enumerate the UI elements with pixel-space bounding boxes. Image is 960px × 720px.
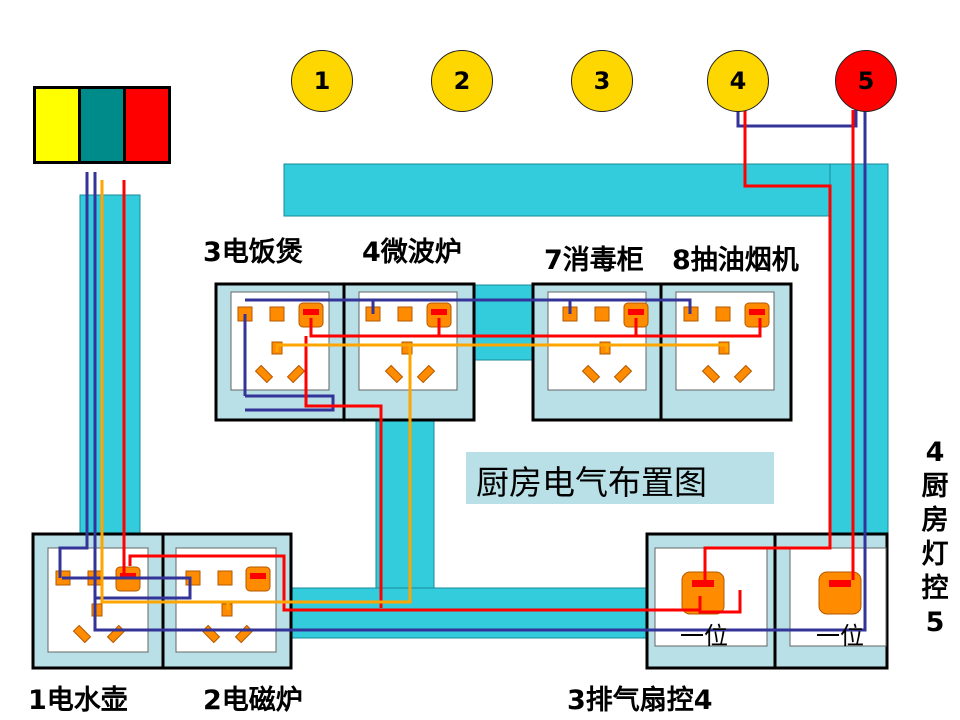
legend-swatch-yellow <box>36 89 81 161</box>
terminal <box>269 306 285 322</box>
vertical-label-light-control: 4 厨 房 灯 控 5 <box>920 436 950 640</box>
wire-neutral <box>245 394 335 412</box>
panel-induction-face <box>175 547 277 653</box>
label-induction: 2电磁炉 <box>203 685 303 716</box>
vertical-label-char: 5 <box>925 607 945 638</box>
panel-kettle-face <box>47 547 149 653</box>
pin <box>613 364 633 384</box>
label-microwave: 4微波炉 <box>362 237 462 268</box>
wire-live <box>703 110 832 580</box>
vertical-label-char: 房 <box>921 505 949 536</box>
color-legend <box>33 86 171 164</box>
conduit-left-vertical <box>79 194 141 536</box>
wires <box>58 110 867 632</box>
wire-earth <box>275 343 729 352</box>
pin <box>416 364 436 384</box>
wire-neutral <box>93 110 867 632</box>
terminal <box>594 306 610 322</box>
circle-3: 3 <box>571 50 633 112</box>
legend-swatch-teal <box>81 89 126 161</box>
label-single-gang-1: 一位 <box>680 622 728 650</box>
pin <box>384 364 404 384</box>
pin <box>286 364 306 384</box>
conduit-middle-bridge <box>471 284 535 361</box>
wire-earth <box>100 180 412 604</box>
label-single-gang-2: 一位 <box>816 622 864 650</box>
title-background <box>466 452 774 504</box>
conduit-top-horizontal <box>283 163 885 217</box>
wire-live <box>128 554 700 612</box>
vertical-label-char: 4 <box>925 437 945 468</box>
pin <box>733 364 753 384</box>
label-range-hood: 8抽油烟机 <box>672 245 799 276</box>
wire-neutral <box>58 172 89 578</box>
wire-live <box>698 590 742 614</box>
vertical-label-char: 控 <box>921 573 949 604</box>
live-terminal-marks <box>120 309 851 587</box>
circle-4: 4 <box>707 50 769 112</box>
wire-live <box>304 336 383 608</box>
label-sterilizer: 7消毒柜 <box>544 245 644 276</box>
terminal <box>599 341 611 355</box>
label-kettle: 1电水壶 <box>28 685 128 716</box>
terminal <box>91 603 103 617</box>
diagram-title: 厨房电气布置图 <box>476 463 707 502</box>
terminal <box>401 341 413 355</box>
wire-neutral <box>736 110 858 128</box>
circle-2: 2 <box>431 50 493 112</box>
vertical-label-char: 厨 <box>921 471 949 502</box>
label-rice-cooker: 3电饭煲 <box>203 237 303 268</box>
pin <box>72 624 92 644</box>
circle-5: 5 <box>835 50 897 112</box>
legend-swatch-red <box>126 89 168 161</box>
switch-rocker-light <box>818 571 862 615</box>
terminal <box>217 570 233 586</box>
pin <box>581 364 601 384</box>
wire-neutral <box>245 298 692 314</box>
circle-1: 1 <box>291 50 353 112</box>
conduit-center-vertical <box>375 419 435 591</box>
terminal <box>718 341 730 355</box>
pin <box>701 364 721 384</box>
wire-live <box>309 318 762 338</box>
switch-rocker-fan <box>681 571 725 615</box>
conduit-right-vertical <box>829 163 889 535</box>
pin <box>254 364 274 384</box>
wire-neutral <box>62 576 192 600</box>
terminal <box>715 306 731 322</box>
label-fan-control: 3排气扇控4 <box>567 685 713 716</box>
terminal <box>397 306 413 322</box>
vertical-label-char: 灯 <box>921 539 949 570</box>
